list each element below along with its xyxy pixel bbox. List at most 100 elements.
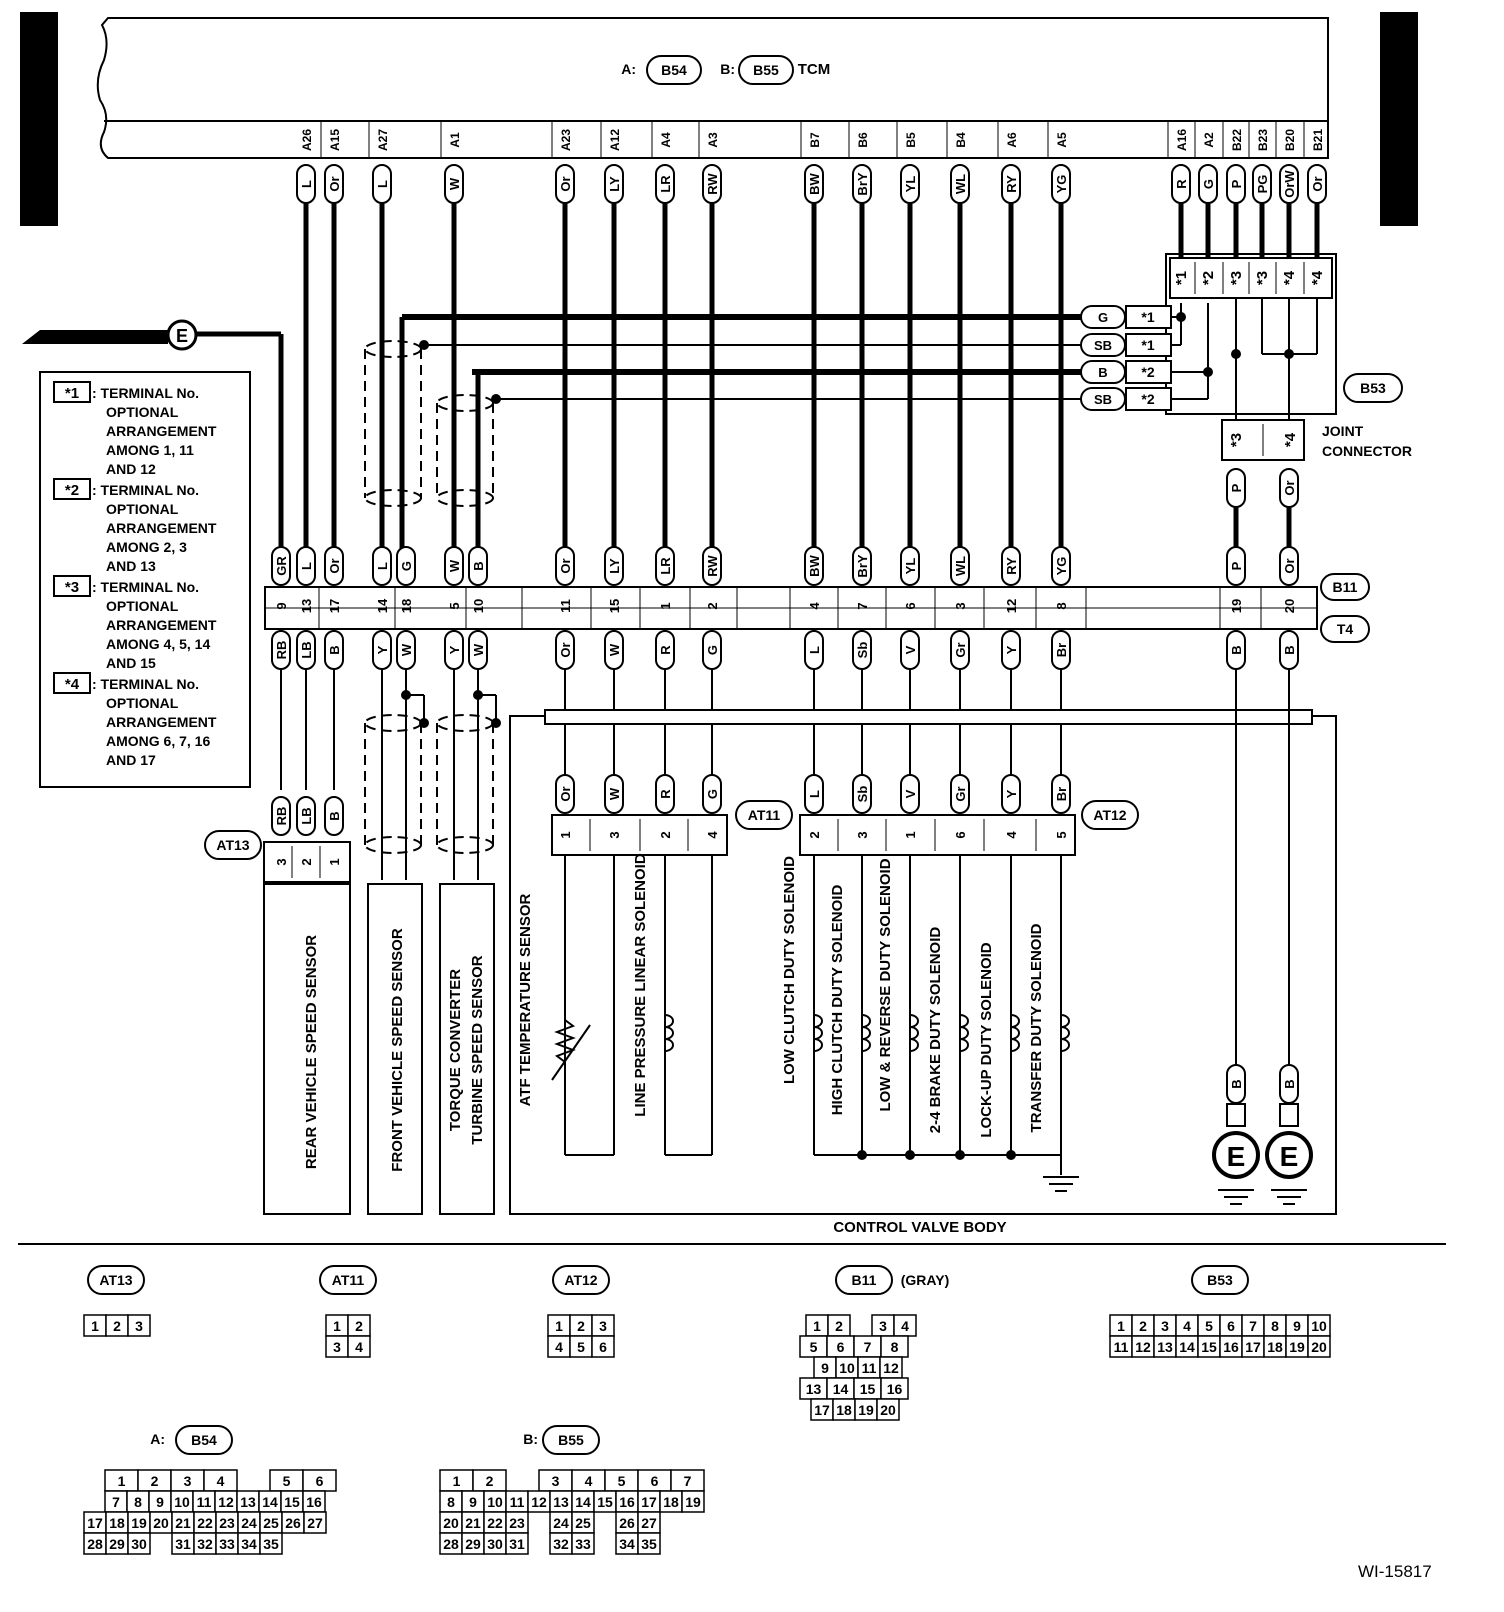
view-b55-pin: 25 (575, 1515, 591, 1531)
view-b55-id: B55 (558, 1432, 584, 1448)
note-text: OPTIONAL (106, 404, 179, 420)
view-b55-pin: 24 (553, 1515, 569, 1531)
view-b54-pin: 14 (262, 1494, 278, 1510)
front-speed-sensor-label: FRONT VEHICLE SPEED SENSOR (389, 928, 406, 1172)
shield-line-1-id: SB (1094, 338, 1112, 353)
view-b54-cell (127, 1532, 151, 1555)
view-b54-pin: 31 (175, 1536, 191, 1552)
view-b54-cell (303, 1511, 327, 1534)
rear-speed-sensor-label: REAR VEHICLE SPEED SENSOR (303, 935, 320, 1169)
ground-letter: E (1280, 1141, 1299, 1172)
view-at12-pin: 5 (577, 1339, 585, 1355)
wire-color-label: Y (447, 645, 462, 654)
view-b55-cell (571, 1532, 595, 1555)
shield-cylinder (436, 836, 494, 854)
view-at11-pin: 2 (355, 1318, 363, 1334)
wire-color-label: V (903, 645, 918, 654)
view-b53-pin: 19 (1289, 1339, 1305, 1355)
terminal-star-note: *4 (1282, 432, 1299, 447)
view-b54-pin: 10 (174, 1494, 190, 1510)
wire-color-label: G (399, 561, 414, 571)
wire-color-label: W (447, 559, 462, 572)
wire-color-label: RW (705, 555, 720, 577)
view-at13-pin: 1 (91, 1318, 99, 1334)
tcm-pin-label: A26 (300, 129, 314, 151)
strip-pin-label: 11 (558, 599, 573, 613)
view-b54-pin: 1 (118, 1473, 126, 1489)
view-b53-pin: 6 (1227, 1318, 1235, 1334)
view-b55-pin: 14 (575, 1494, 591, 1510)
view-b55-pin: 28 (443, 1536, 459, 1552)
note-star: *1 (65, 385, 79, 402)
view-at11-id: AT11 (332, 1272, 365, 1288)
duty-solenoid-label: TRANSFER DUTY SOLENOID (1028, 923, 1045, 1132)
view-b54-pin: 11 (197, 1494, 212, 1510)
tcm-a-prefix: A: (621, 61, 636, 77)
view-b55-cell (637, 1532, 661, 1555)
joint-connector-label: CONNECTOR (1322, 443, 1412, 459)
tcm-pin-label: B4 (954, 132, 968, 148)
wire-color-label: WL (953, 174, 968, 194)
view-b11-pin: 20 (880, 1402, 896, 1418)
wire-color-label: P (1229, 179, 1244, 188)
view-b54-pin: 24 (241, 1515, 257, 1531)
view-at12-pin: 2 (577, 1318, 585, 1334)
shield-cylinder (436, 489, 494, 507)
note-star-box (53, 575, 91, 597)
tcm-pin-label: B21 (1311, 129, 1325, 151)
wire-color-label: Or (558, 176, 573, 191)
view-b53-pin: 8 (1271, 1318, 1279, 1334)
wire-color-label: Or (1282, 480, 1297, 495)
wire-color-label: B (1282, 1079, 1297, 1088)
tcm-pin-label: A3 (706, 132, 720, 148)
view-b55-pin: 26 (619, 1515, 635, 1531)
view-b55-pin: 11 (510, 1494, 525, 1510)
duty-solenoid-label: LOW CLUTCH DUTY SOLENOID (781, 856, 798, 1084)
strip-pin-label: 10 (471, 599, 486, 613)
wire-color-capsule (702, 774, 722, 814)
tcm-pin-label: A27 (376, 129, 390, 151)
wire-color-label: OrW (1282, 170, 1297, 198)
tcm-pin-label: A5 (1055, 132, 1069, 148)
terminal-star-note: *1 (1141, 309, 1154, 325)
connector-b11-badge (1320, 573, 1370, 601)
joint-connector-label: JOINT (1322, 423, 1364, 439)
at12-connector (799, 814, 1076, 856)
tcm-pin-label: B7 (808, 132, 822, 148)
view-b53-pin: 20 (1311, 1339, 1327, 1355)
view-b53-id: B53 (1207, 1272, 1233, 1288)
wire-color-label: Or (327, 558, 342, 573)
ground-point (1212, 1131, 1260, 1179)
at13-connector (263, 841, 351, 883)
view-b55-pin: 20 (443, 1515, 459, 1531)
shield-cylinder (436, 394, 494, 412)
shield-cylinder (364, 714, 422, 732)
connector-b11-id: B11 (1333, 579, 1358, 595)
at13-pin: 2 (299, 858, 314, 865)
view-b54-pin: 6 (316, 1473, 324, 1489)
wire-color-label: W (471, 643, 486, 656)
view-b11-pin: 5 (810, 1339, 818, 1355)
wire-color-label: Or (1282, 558, 1297, 573)
connector-t4-badge (1320, 615, 1370, 643)
note-text: AMONG 1, 11 (106, 442, 194, 458)
wire-color-label: RW (705, 173, 720, 195)
wire-color-capsule (396, 546, 416, 586)
shield-cylinder (364, 340, 422, 358)
ground-ref-label: 4AT-04 (93, 329, 138, 345)
at13-pin: 3 (274, 858, 289, 865)
tcm-a-connector-id: B54 (661, 62, 687, 78)
wire-color-capsule (852, 774, 872, 814)
wire-color-label: B (1282, 645, 1297, 654)
wire-color-capsule (1051, 774, 1071, 814)
view-b54-pin: 21 (175, 1515, 191, 1531)
view-b54-pin: 9 (156, 1494, 164, 1510)
note-text: AMONG 6, 7, 16 (106, 733, 210, 749)
at12-pin: 6 (953, 831, 968, 838)
wire-color-label: LR (658, 557, 673, 575)
wire-color-capsule (271, 796, 291, 836)
splice-dot (1006, 1150, 1016, 1160)
view-b54-id: B54 (191, 1432, 217, 1448)
connector-at13-badge (204, 830, 262, 860)
wire-color-label: LB (299, 807, 314, 824)
